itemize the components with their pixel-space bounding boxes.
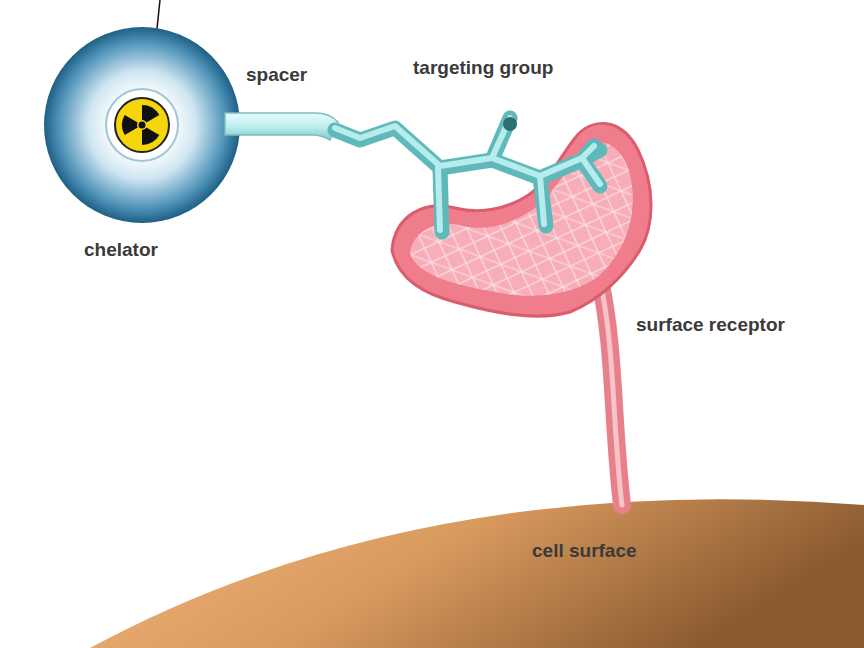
surface-receptor [392,123,651,505]
part-label: chelator [84,239,158,261]
part-label: targeting group [413,57,553,79]
cell-body [90,499,864,648]
part-label: spacer [246,64,307,86]
chelator-hole [106,89,178,161]
radiation-symbol [115,98,169,152]
spacer-tube [225,113,338,140]
part-label: cell surface [532,540,637,562]
chelator-ring [44,27,240,223]
targeting-molecule [335,117,600,232]
part-label: surface receptor [636,314,785,336]
